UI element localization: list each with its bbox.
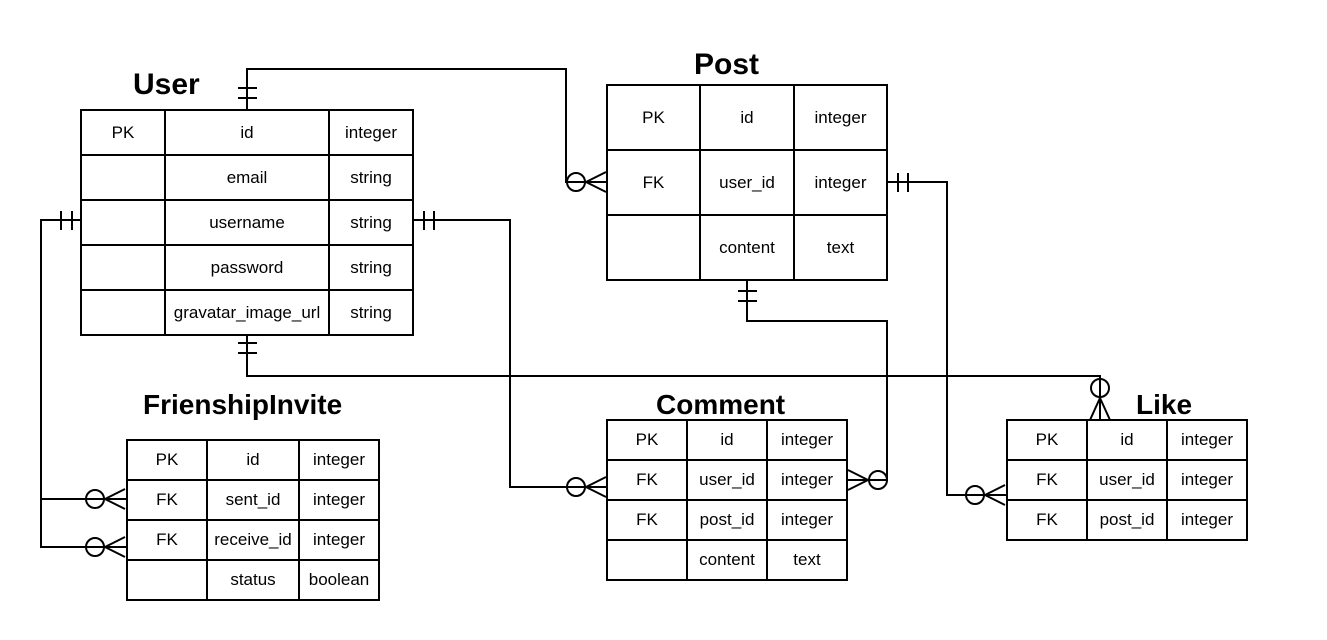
entity-row: FK user_id integer (606, 149, 888, 216)
field-name-cell: sent_id (206, 479, 300, 521)
entity-row: PK id integer (606, 84, 888, 151)
key-cell: PK (606, 84, 701, 151)
field-type-cell: integer (298, 479, 380, 521)
entity-post: PK id integer FK user_id integer content… (606, 84, 888, 281)
entity-comment: PK id integer FK user_id integer FK post… (606, 419, 848, 581)
field-type-cell: integer (1166, 419, 1248, 461)
entity-like: PK id integer FK user_id integer FK post… (1006, 419, 1248, 541)
entity-title-frienshipinvite: FrienshipInvite (143, 389, 343, 420)
key-cell (80, 199, 166, 246)
field-name-cell: id (164, 109, 330, 156)
entity-title-comment: Comment (656, 389, 786, 420)
key-cell (126, 559, 208, 601)
entity-frienshipinvite: PK id integer FK sent_id integer FK rece… (126, 439, 380, 601)
key-cell (606, 214, 701, 281)
key-cell: PK (126, 439, 208, 481)
field-type-cell: integer (766, 419, 848, 461)
entity-row: PK id integer (606, 419, 848, 461)
field-name-cell: gravatar_image_url (164, 289, 330, 336)
field-type-cell: string (328, 154, 414, 201)
key-cell: FK (1006, 499, 1088, 541)
field-type-cell: integer (793, 84, 888, 151)
field-name-cell: receive_id (206, 519, 300, 561)
relationship-user-comment (413, 211, 607, 498)
field-name-cell: post_id (1086, 499, 1168, 541)
entity-row: PK id integer (126, 439, 380, 481)
entity-row: FK user_id integer (1006, 459, 1248, 501)
field-name-cell: post_id (686, 499, 768, 541)
relationship-user-like (238, 332, 1111, 421)
relationship-post-like (887, 173, 1007, 506)
field-type-cell: string (328, 244, 414, 291)
field-name-cell: user_id (699, 149, 795, 216)
entity-row: FK user_id integer (606, 459, 848, 501)
key-cell: FK (606, 459, 688, 501)
field-name-cell: username (164, 199, 330, 246)
key-cell: PK (80, 109, 166, 156)
key-cell (606, 539, 688, 581)
field-type-cell: integer (766, 459, 848, 501)
field-name-cell: email (164, 154, 330, 201)
entity-row: password string (80, 244, 414, 291)
entity-row: status boolean (126, 559, 380, 601)
entity-row: FK receive_id integer (126, 519, 380, 561)
field-type-cell: text (793, 214, 888, 281)
field-name-cell: id (699, 84, 795, 151)
key-cell: FK (126, 479, 208, 521)
field-name-cell: password (164, 244, 330, 291)
entity-row: FK sent_id integer (126, 479, 380, 521)
field-name-cell: status (206, 559, 300, 601)
field-name-cell: user_id (686, 459, 768, 501)
field-name-cell: content (686, 539, 768, 581)
entity-row: PK id integer (1006, 419, 1248, 461)
entity-title-post: Post (694, 48, 760, 81)
entity-title-user: User (133, 68, 200, 101)
key-cell (80, 289, 166, 336)
key-cell: PK (1006, 419, 1088, 461)
field-name-cell: id (1086, 419, 1168, 461)
relationship-user-frienshipinvite (40, 211, 127, 558)
field-type-cell: boolean (298, 559, 380, 601)
relationship-user-post (238, 68, 608, 193)
field-type-cell: integer (1166, 459, 1248, 501)
field-type-cell: integer (328, 109, 414, 156)
entity-title-like: Like (1136, 389, 1193, 420)
key-cell (80, 154, 166, 201)
field-name-cell: id (686, 419, 768, 461)
key-cell: FK (126, 519, 208, 561)
field-type-cell: text (766, 539, 848, 581)
field-type-cell: integer (793, 149, 888, 216)
key-cell: FK (606, 149, 701, 216)
field-type-cell: integer (298, 519, 380, 561)
field-name-cell: id (206, 439, 300, 481)
entity-row: content text (606, 539, 848, 581)
field-type-cell: string (328, 289, 414, 336)
field-type-cell: string (328, 199, 414, 246)
entity-row: email string (80, 154, 414, 201)
relationship-post-comment (738, 280, 888, 491)
entity-user: PK id integer email string username stri… (80, 109, 414, 336)
entity-row: FK post_id integer (1006, 499, 1248, 541)
field-name-cell: user_id (1086, 459, 1168, 501)
field-type-cell: integer (766, 499, 848, 541)
entity-row: PK id integer (80, 109, 414, 156)
field-name-cell: content (699, 214, 795, 281)
field-type-cell: integer (298, 439, 380, 481)
entity-row: FK post_id integer (606, 499, 848, 541)
key-cell: PK (606, 419, 688, 461)
key-cell: FK (1006, 459, 1088, 501)
entity-row: content text (606, 214, 888, 281)
key-cell: FK (606, 499, 688, 541)
key-cell (80, 244, 166, 291)
entity-row: gravatar_image_url string (80, 289, 414, 336)
entity-row: username string (80, 199, 414, 246)
field-type-cell: integer (1166, 499, 1248, 541)
